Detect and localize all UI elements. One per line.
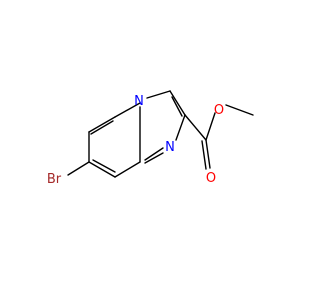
bond-n1-c8a-double [144, 152, 164, 164]
bond-carbonyl-o [205, 139, 211, 169]
bond-c7-c8 [88, 161, 116, 178]
molecule-canvas: N N O O Br [47, 90, 254, 187]
bond-c2-carbonyl [184, 114, 207, 141]
atom-label-o-carbonyl: O [206, 171, 216, 186]
bond-c3-c2 [169, 90, 186, 116]
atom-label-n-ring: N [165, 140, 175, 155]
bond-carbonyl-o-double [201, 140, 207, 170]
bond-c5-c6-double [90, 120, 114, 135]
bonds-group [67, 90, 254, 178]
bond-n1-c8a [144, 147, 164, 161]
bond-carbonyl-oester [205, 112, 216, 141]
atom-label-n-bridge: N [134, 94, 144, 109]
bond-n-c3 [146, 90, 171, 99]
bond-c7-br [67, 161, 90, 176]
molecule-diagram: N N O O Br [47, 90, 254, 187]
atom-labels: N N O O Br [47, 94, 224, 187]
bond-oester-methyl [225, 104, 254, 116]
bond-c2-n1 [175, 114, 186, 141]
bond-n-c5 [114, 102, 141, 118]
atom-label-bromine: Br [47, 172, 62, 187]
bond-c8-c8a [114, 161, 141, 178]
atom-label-o-ester: O [214, 103, 224, 118]
bond-c7-c8-double [92, 159, 116, 173]
bond-c3-c2-double [171, 96, 183, 117]
bond-c5-c6 [88, 116, 116, 133]
